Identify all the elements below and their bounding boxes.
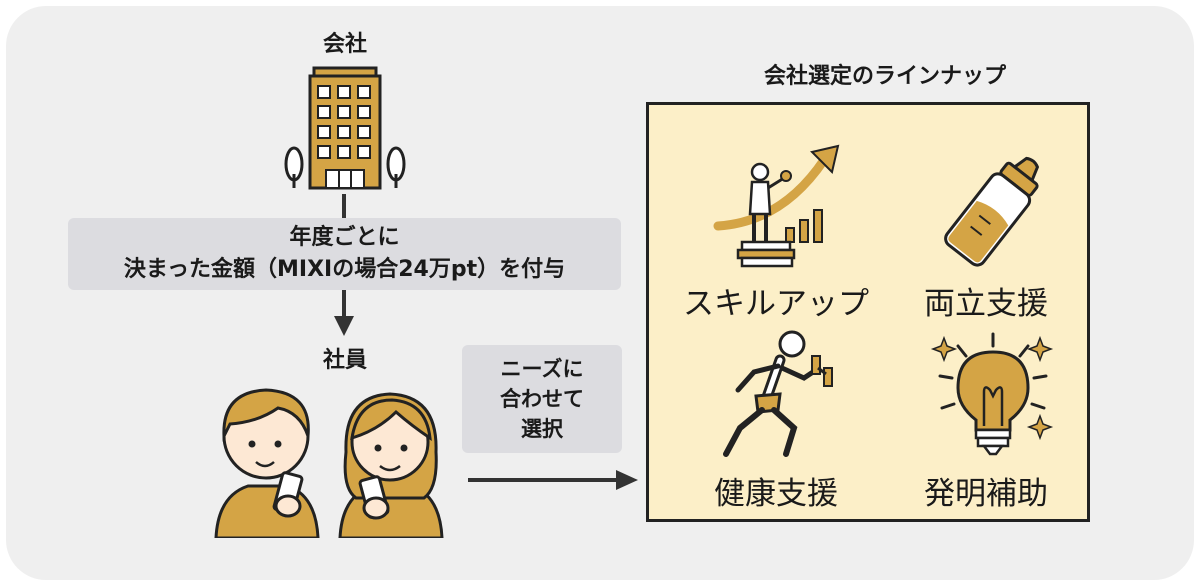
needs-line-1: ニーズに	[500, 357, 584, 381]
running-person-icon	[723, 330, 833, 457]
employees-illustration	[214, 388, 444, 538]
lineup-title: 会社選定のラインナップ	[763, 64, 1006, 89]
employee-label: 社員	[322, 348, 367, 373]
grant-line-2: 決まった金額（MIXIの場合24万pt）を付与	[123, 257, 566, 282]
company-building-icon	[284, 66, 406, 190]
lineup-item-health-support: 健康支援	[714, 476, 838, 512]
lineup-item-invention-support: 発明補助	[924, 476, 1048, 512]
lineup-item-skill-up: スキルアップ	[683, 286, 869, 322]
light-bulb-icon	[930, 332, 1054, 456]
right-arrow	[468, 470, 638, 490]
needs-line-3: 選択	[521, 417, 563, 441]
skill-up-icon	[713, 144, 840, 268]
baby-bottle-icon	[944, 156, 1040, 267]
grant-box: 年度ごとに 決まった金額（MIXIの場合24万pt）を付与	[68, 218, 621, 290]
needs-line-2: 合わせて	[500, 387, 584, 411]
lineup-item-work-life-support: 両立支援	[924, 286, 1048, 322]
needs-box: ニーズに 合わせて 選択	[462, 345, 622, 453]
company-label: 会社	[322, 32, 367, 57]
grant-line-1: 年度ごとに	[289, 225, 400, 250]
